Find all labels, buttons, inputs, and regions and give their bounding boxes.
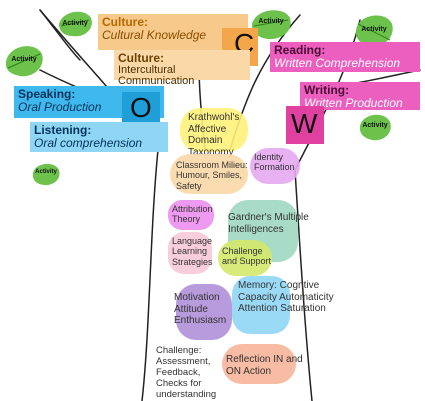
motivation-blob — [176, 284, 232, 340]
attribution-blob — [168, 200, 214, 230]
listening-subtitle: Oral comprehension — [34, 135, 143, 150]
speaking-title: Speaking: — [18, 87, 76, 101]
activity-leaf-4: Activity — [352, 10, 396, 50]
letter-o: O — [130, 92, 152, 123]
activity-label: Activity — [258, 18, 284, 25]
attribution-label: Attribution Theory — [172, 204, 213, 225]
activity-label: Activity — [362, 122, 388, 129]
culture-knowledge-title: Culture: — [102, 15, 148, 29]
leaf-icon — [359, 114, 391, 141]
language-strategies-label: Language Learning Strategies — [172, 236, 213, 267]
krathwohl-blob — [180, 108, 248, 152]
classroom-label: Classroom Milieu: Humour, Smiles, Safety — [176, 160, 248, 191]
reading-box: Reading: Written Comprehension — [270, 42, 420, 72]
activity-label: Activity — [361, 26, 387, 33]
memory-blob — [232, 276, 290, 334]
motivation-label: Motivation Attitude Enthusiasm — [174, 292, 227, 326]
reflection-label: Reflection IN and ON Action — [226, 354, 303, 377]
culture-intercultural-subtitle: Intercultural Communication — [118, 63, 195, 88]
listening-box: Listening: Oral comprehension — [30, 122, 168, 152]
reading-subtitle: Written Comprehension — [274, 55, 401, 70]
gardner-label: Gardner's Multiple Intelligences — [228, 212, 309, 235]
krathwohl-label: Krathwohl's Affective Domain Taxonomy — [188, 112, 240, 158]
reading-title: Reading: — [274, 43, 326, 57]
activity-leaf-1: Activity — [55, 8, 95, 40]
letter-o-box — [122, 92, 160, 126]
speaking-subtitle: Oral Production — [18, 99, 102, 114]
leaf-icon — [32, 163, 60, 186]
culture-intercultural-title: Culture: — [118, 51, 164, 65]
culture-intercultural-box: Culture: Intercultural Communication — [114, 50, 250, 87]
leaf-icon — [355, 15, 393, 47]
letter-w-box — [286, 106, 324, 144]
leaf-icon — [5, 46, 43, 77]
language-strategies-blob — [168, 232, 212, 274]
letter-w: W — [291, 108, 318, 139]
listening-title: Listening: — [34, 123, 92, 137]
challenge-support-blob — [218, 240, 272, 276]
memory-label: Memory: Cogntive Capacity Automaticity A… — [238, 280, 334, 314]
writing-title: Writing: — [304, 83, 350, 97]
activity-leaf-6: Activity — [30, 160, 62, 186]
activity-label: Activity — [11, 56, 37, 63]
challenge-support-label: Challenge and Support — [222, 246, 272, 267]
challenge-assessment-label: Challenge: Assessment, Feedback, Checks … — [156, 345, 217, 400]
activity-label: Activity — [35, 169, 57, 175]
identity-blob — [250, 148, 300, 184]
activity-leaf-2: Activity — [2, 40, 46, 80]
activity-leaf-3: Activity — [248, 6, 294, 42]
reflection-blob — [222, 344, 296, 384]
leaf-icon — [59, 11, 92, 37]
leaf-icon — [251, 10, 291, 40]
writing-subtitle: Written Production — [304, 95, 403, 110]
classroom-blob — [170, 154, 248, 194]
identity-label: Identity Formation — [254, 152, 295, 173]
writing-box: Writing: Written Production — [300, 82, 420, 110]
activity-leaf-5: Activity — [356, 110, 394, 144]
culture-knowledge-subtitle: Cultural Knowledge — [102, 27, 207, 42]
activity-label: Activity — [62, 20, 88, 27]
